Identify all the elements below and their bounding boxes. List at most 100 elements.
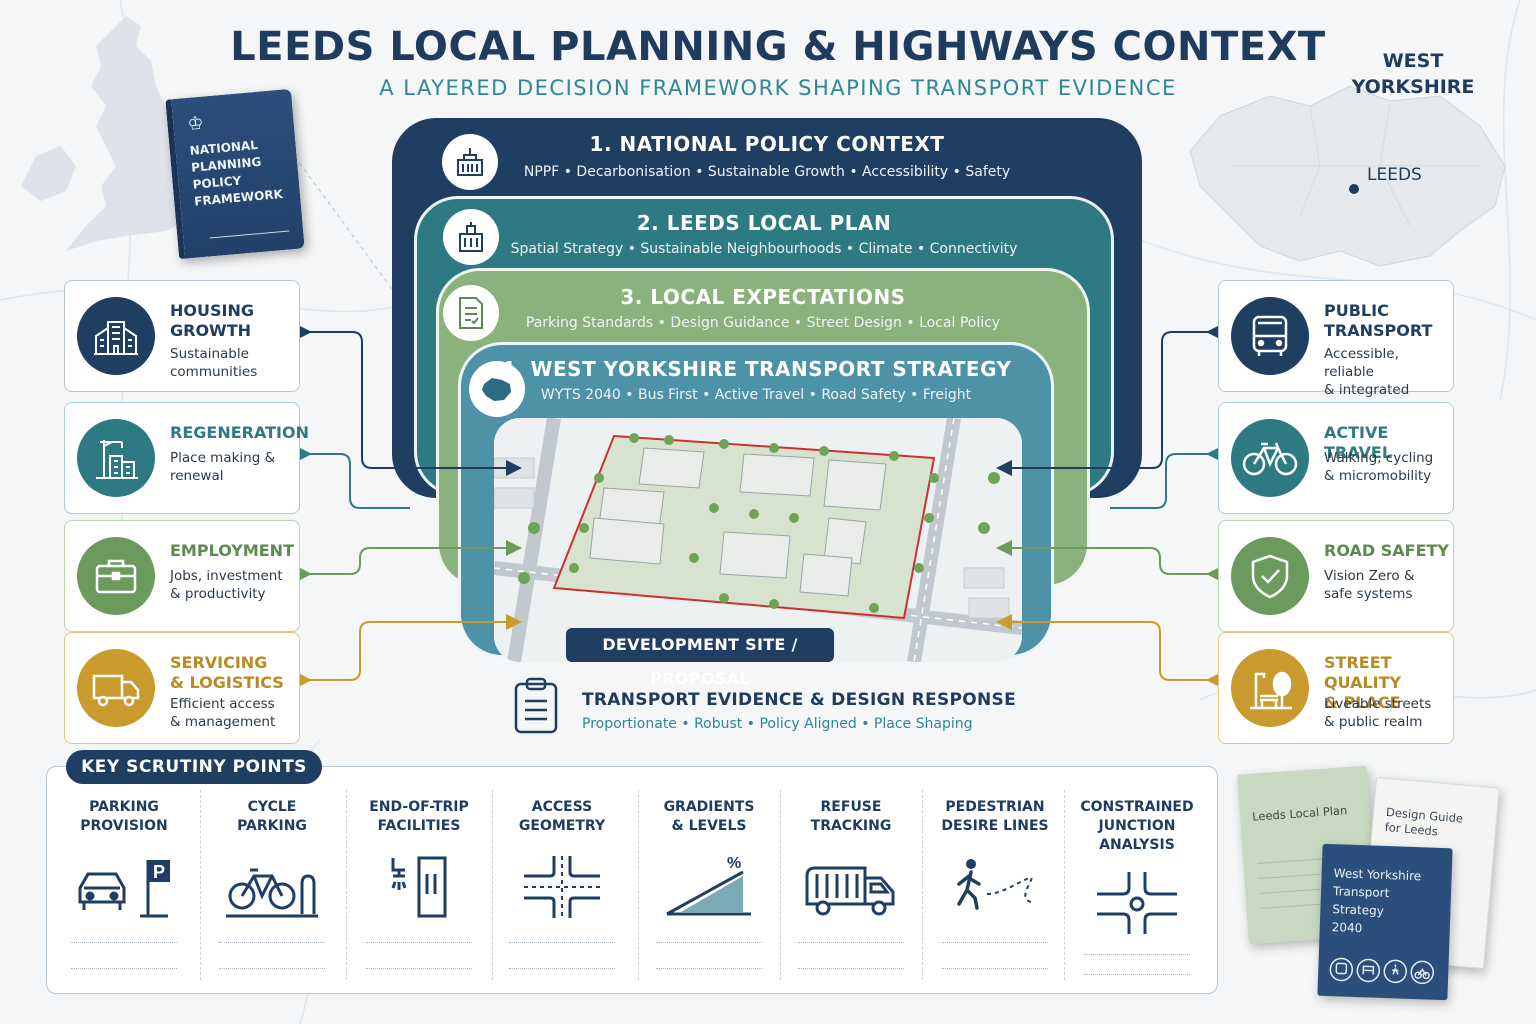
town-hall-icon bbox=[459, 222, 483, 252]
column-divider bbox=[346, 790, 347, 980]
note-line bbox=[219, 942, 325, 943]
card-description: Sustainable communities bbox=[170, 346, 258, 380]
column-divider bbox=[780, 790, 781, 980]
scrutiny-label: CYCLE PARKING bbox=[237, 799, 307, 834]
scrutiny-point-parking: PARKING PROVISION P bbox=[51, 790, 197, 982]
note-line bbox=[1084, 954, 1190, 955]
svg-text:P: P bbox=[153, 862, 165, 882]
scrutiny-label: GRADIENTS & LEVELS bbox=[663, 799, 755, 834]
note-line bbox=[366, 942, 472, 943]
card-road-safety: ROAD SAFETY Vision Zero & safe systems bbox=[1218, 520, 1454, 632]
crane-buildings-icon bbox=[96, 440, 138, 479]
layer-3-items: Parking Standards • Design Guidance • St… bbox=[525, 315, 1001, 331]
card-regeneration: REGENERATION Place making & renewal bbox=[64, 402, 309, 514]
note-line bbox=[798, 968, 904, 969]
book-title: Design Guide for Leeds bbox=[1384, 804, 1464, 839]
note-line bbox=[798, 942, 904, 943]
card-title: STREET QUALITY & PLACE bbox=[1324, 653, 1402, 712]
housing-icon bbox=[94, 321, 138, 355]
card-housing-growth: HOUSING GROWTH Sustainable communities bbox=[64, 280, 300, 392]
card-public-transport: PUBLIC TRANSPORT Accessible, reliable & … bbox=[1218, 280, 1454, 398]
column-divider bbox=[922, 790, 923, 980]
clipboard-icon bbox=[514, 677, 558, 734]
leeds-label: LEEDS bbox=[1367, 165, 1422, 185]
column-divider bbox=[200, 790, 201, 980]
book-lines bbox=[1257, 856, 1361, 909]
shield-check-icon bbox=[1251, 554, 1289, 599]
card-description: Accessible, reliable & integrated bbox=[1324, 346, 1410, 398]
scrutiny-point-desire-lines: PEDESTRIAN DESIRE LINES bbox=[922, 790, 1068, 982]
scrutiny-point-end-of-trip: END-OF-TRIP FACILITIES bbox=[346, 790, 492, 982]
scrutiny-tab: KEY SCRUTINY POINTS bbox=[66, 750, 322, 784]
scrutiny-point-refuse-tracking: REFUSE TRACKING bbox=[778, 790, 924, 982]
west-yorkshire-map-icon bbox=[1189, 85, 1506, 267]
layer-4-title: 4. WEST YORKSHIRE TRANSPORT STRATEGY bbox=[500, 357, 1012, 381]
note-line bbox=[656, 942, 762, 943]
page-subtitle: A LAYERED DECISION FRAMEWORK SHAPING TRA… bbox=[379, 76, 1177, 100]
card-title: REGENERATION bbox=[170, 423, 309, 442]
note-line bbox=[219, 968, 325, 969]
street-bench-icon bbox=[1250, 671, 1292, 710]
development-site-badge: DEVELOPMENT SITE / PROPOSAL bbox=[566, 628, 834, 688]
card-title: PUBLIC TRANSPORT bbox=[1324, 301, 1433, 340]
card-title: SERVICING & LOGISTICS bbox=[170, 653, 284, 692]
development-site-plan bbox=[494, 418, 1022, 662]
card-title: ACTIVE TRAVEL bbox=[1324, 423, 1393, 462]
note-line bbox=[509, 968, 615, 969]
column-divider bbox=[1064, 790, 1065, 980]
parliament-icon bbox=[457, 148, 483, 176]
evidence-items: Proportionate • Robust • Policy Aligned … bbox=[582, 716, 973, 732]
svg-text:%: % bbox=[727, 855, 741, 872]
roundabout-icon bbox=[1097, 872, 1177, 934]
book-wyts-2040: West Yorkshire Transport Strategy 2040 bbox=[1317, 843, 1453, 1001]
scrutiny-point-access-geometry: ACCESS GEOMETRY bbox=[489, 790, 635, 982]
card-title: HOUSING GROWTH bbox=[170, 301, 254, 340]
scrutiny-label: PARKING PROVISION bbox=[80, 799, 168, 834]
checklist-document-icon bbox=[459, 297, 483, 329]
card-employment: EMPLOYMENT Jobs, investment & productivi… bbox=[64, 520, 300, 632]
note-line bbox=[1084, 974, 1190, 975]
evidence-title: TRANSPORT EVIDENCE & DESIGN RESPONSE bbox=[582, 690, 1016, 710]
note-line bbox=[509, 942, 615, 943]
junction-geometry-icon bbox=[524, 856, 600, 918]
scrutiny-point-junction-analysis: CONSTRAINED JUNCTION ANALYSIS bbox=[1064, 790, 1210, 982]
card-description: Jobs, investment & productivity bbox=[170, 568, 283, 602]
column-divider bbox=[492, 790, 493, 980]
note-line bbox=[71, 968, 177, 969]
briefcase-icon bbox=[95, 559, 137, 594]
car-parking-icon: P bbox=[78, 860, 170, 918]
cycle-stand-icon bbox=[226, 868, 318, 918]
site-plan-illustration bbox=[494, 418, 1022, 662]
bicycle-icon bbox=[1242, 442, 1298, 476]
bus-icon bbox=[1252, 315, 1288, 356]
scrutiny-label: ACCESS GEOMETRY bbox=[518, 799, 606, 834]
card-title: ROAD SAFETY bbox=[1324, 541, 1449, 560]
region-title: WEST YORKSHIRE bbox=[1351, 50, 1475, 98]
card-description: Liveable streets & public realm bbox=[1324, 696, 1432, 730]
pedestrian-path-icon bbox=[957, 859, 1033, 910]
card-description: Walking, cycling & micromobility bbox=[1324, 450, 1434, 484]
scrutiny-label: CONSTRAINED JUNCTION ANALYSIS bbox=[1080, 799, 1194, 853]
card-street-quality: STREET QUALITY & PLACE Liveable streets … bbox=[1218, 632, 1454, 744]
layer-1-title: 1. NATIONAL POLICY CONTEXT bbox=[589, 132, 945, 156]
scrutiny-label: REFUSE TRACKING bbox=[810, 799, 892, 834]
note-line bbox=[366, 968, 472, 969]
scrutiny-label: PEDESTRIAN DESIRE LINES bbox=[941, 799, 1049, 834]
scrutiny-point-cycle-parking: CYCLE PARKING bbox=[199, 790, 345, 982]
layer-4-items: WYTS 2040 • Bus First • Active Travel • … bbox=[540, 387, 972, 403]
refuse-truck-icon bbox=[805, 866, 895, 916]
scrutiny-label: END-OF-TRIP FACILITIES bbox=[369, 799, 469, 834]
uk-map-icon bbox=[21, 16, 196, 251]
book-title: West Yorkshire Transport Strategy 2040 bbox=[1331, 866, 1422, 936]
card-description: Vision Zero & safe systems bbox=[1324, 568, 1415, 602]
note-line bbox=[656, 968, 762, 969]
card-servicing-logistics: SERVICING & LOGISTICS Efficient access &… bbox=[64, 632, 300, 744]
delivery-truck-icon bbox=[92, 674, 140, 707]
card-title: EMPLOYMENT bbox=[170, 541, 294, 560]
scrutiny-panel bbox=[46, 766, 1218, 994]
note-line bbox=[942, 942, 1048, 943]
layer-2-items: Spatial Strategy • Sustainable Neighbour… bbox=[510, 241, 1018, 257]
card-description: Efficient access & management bbox=[170, 696, 276, 730]
layer-2-title: 2. LEEDS LOCAL PLAN bbox=[636, 211, 892, 235]
